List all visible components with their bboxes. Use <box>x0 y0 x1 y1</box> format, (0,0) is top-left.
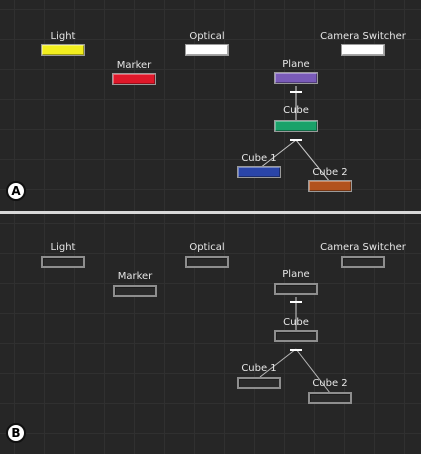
node-optical[interactable] <box>185 256 229 268</box>
node-cube-1[interactable] <box>237 377 281 389</box>
node-camera-switcher[interactable] <box>341 256 385 268</box>
hierarchy-links-a <box>259 86 331 183</box>
hierarchy-links-b <box>259 297 331 394</box>
node-label-marker: Marker <box>116 60 152 71</box>
node-cube-1[interactable] <box>237 166 281 178</box>
panel-badge-a: A <box>6 181 26 201</box>
node-light[interactable] <box>41 256 85 268</box>
node-marker[interactable] <box>113 285 157 297</box>
node-label-marker: Marker <box>117 271 153 282</box>
node-optical[interactable] <box>185 44 229 56</box>
link-cube-cube1 <box>259 139 297 169</box>
schematic-panel-a: Light Optical Camera Switcher Marker Pla… <box>0 0 421 212</box>
node-cube-2[interactable] <box>308 392 352 404</box>
node-cube-2[interactable] <box>308 180 352 192</box>
node-label-light: Light <box>50 31 76 42</box>
link-cube-cube1 <box>259 348 297 378</box>
node-label-cube-1: Cube 1 <box>241 153 277 164</box>
node-cube[interactable] <box>274 120 318 132</box>
node-label-camera-switcher: Camera Switcher <box>320 31 406 42</box>
node-label-cube: Cube <box>283 105 309 116</box>
panel-badge-b: B <box>6 423 26 443</box>
node-label-plane: Plane <box>282 59 310 70</box>
node-label-cube-2: Cube 2 <box>312 378 348 389</box>
schematic-panel-b: Light Optical Camera Switcher Marker Pla… <box>0 214 421 454</box>
node-label-optical: Optical <box>189 242 225 253</box>
node-label-cube-2: Cube 2 <box>312 167 348 178</box>
node-label-optical: Optical <box>189 31 225 42</box>
node-light[interactable] <box>41 44 85 56</box>
node-label-camera-switcher: Camera Switcher <box>320 242 406 253</box>
node-label-plane: Plane <box>282 269 310 280</box>
node-label-cube: Cube <box>283 317 309 328</box>
node-label-cube-1: Cube 1 <box>241 363 277 374</box>
node-label-light: Light <box>50 242 76 253</box>
link-cube-cube2 <box>295 348 331 394</box>
panel-divider <box>0 211 421 214</box>
node-marker[interactable] <box>112 73 156 85</box>
node-camera-switcher[interactable] <box>341 44 385 56</box>
link-cube-cube2 <box>295 139 331 183</box>
node-plane[interactable] <box>274 283 318 295</box>
node-plane[interactable] <box>274 72 318 84</box>
node-cube[interactable] <box>274 330 318 342</box>
